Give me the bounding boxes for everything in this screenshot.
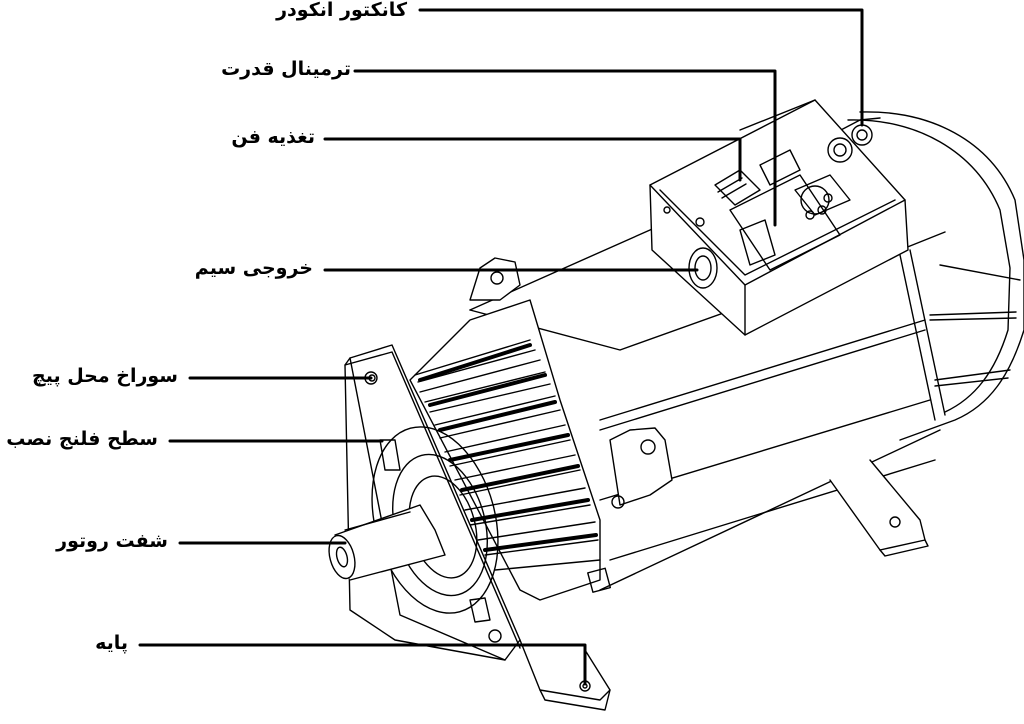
- leader-lines: [138, 8, 864, 686]
- label-wire-outlet: خروجی سیم: [194, 257, 313, 279]
- label-screw-hole: سوراخ محل پیچ: [32, 365, 178, 387]
- label-flange-surface: سطح فلنج نصب: [6, 428, 158, 450]
- label-fan-supply: تغذیه فن: [231, 126, 315, 148]
- label-base: پایه: [95, 632, 128, 654]
- cooling-fins: [409, 299, 612, 601]
- motor-feet: [519, 459, 929, 711]
- terminal-box: [649, 99, 909, 336]
- rotor-shaft: [328, 504, 446, 581]
- label-power-terminal: ترمینال قدرت: [221, 58, 351, 80]
- label-encoder-connector: کانکتور انکودر: [276, 0, 407, 21]
- mounting-flange: [344, 344, 521, 661]
- motor-housing: [469, 111, 1024, 591]
- label-rotor-shaft: شفت روتور: [56, 530, 168, 552]
